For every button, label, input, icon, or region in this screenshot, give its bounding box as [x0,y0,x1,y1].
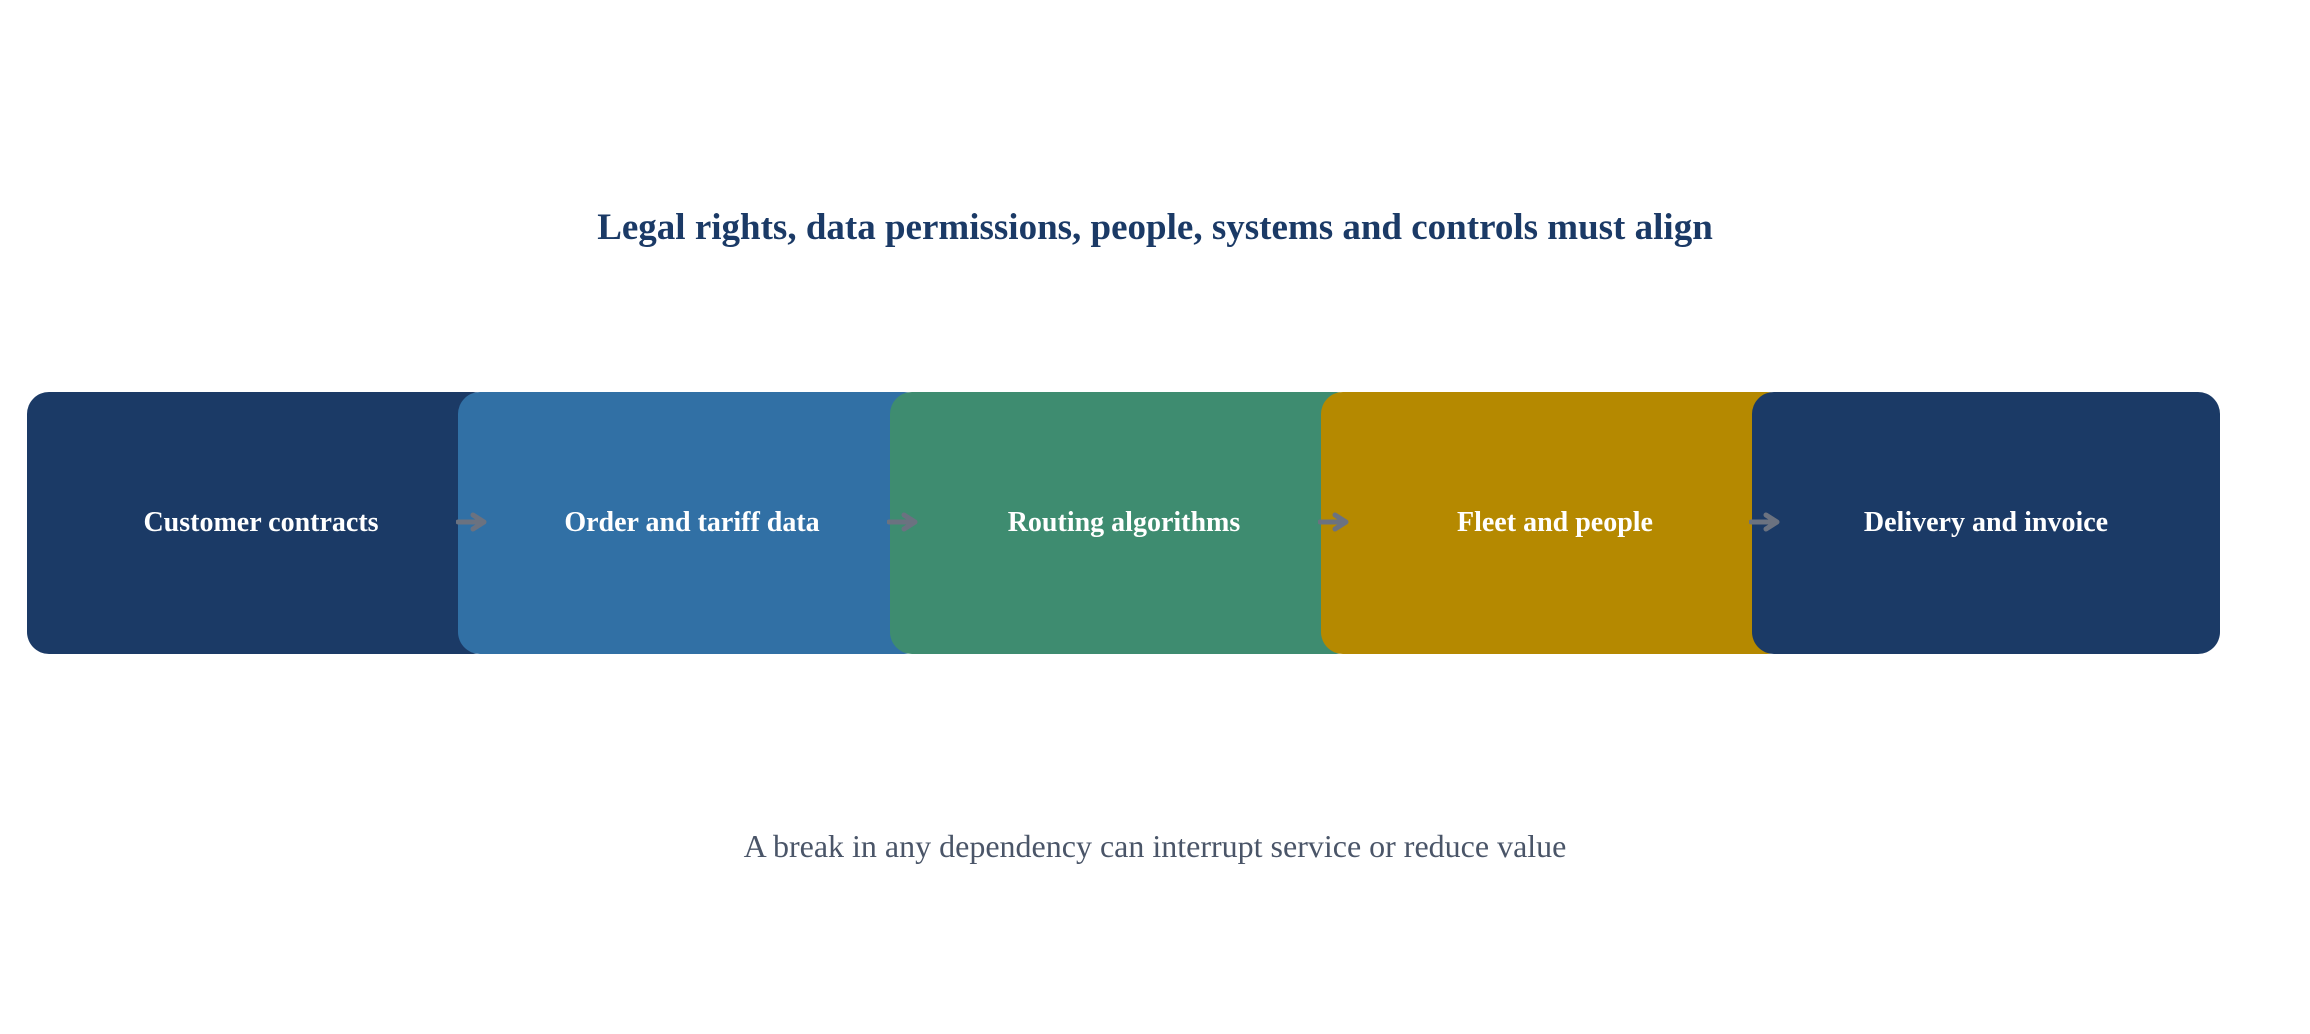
step-box-delivery-and-invoice: Delivery and invoice [1752,392,2220,654]
arrow-right-icon [887,512,918,532]
arrow-right-icon [1318,512,1349,532]
arrow-right-icon [456,512,487,532]
diagram-subtitle: A break in any dependency can interrupt … [743,828,1567,864]
step-box-routing-algorithms: Routing algorithms [890,392,1358,654]
step-box-customer-contracts: Customer contracts [27,392,495,654]
step-box-fleet-and-people: Fleet and people [1321,392,1789,654]
step-label: Order and tariff data [564,507,820,538]
step-label: Routing algorithms [1007,507,1241,538]
step-label: Delivery and invoice [1863,507,2109,538]
step-label: Fleet and people [1457,507,1653,538]
step-box-order-and-tariff-data: Order and tariff data [458,392,926,654]
diagram-title: Legal rights, data permissions, people, … [597,207,1713,248]
step-label: Customer contracts [143,507,379,538]
arrow-right-icon [1749,512,1780,532]
